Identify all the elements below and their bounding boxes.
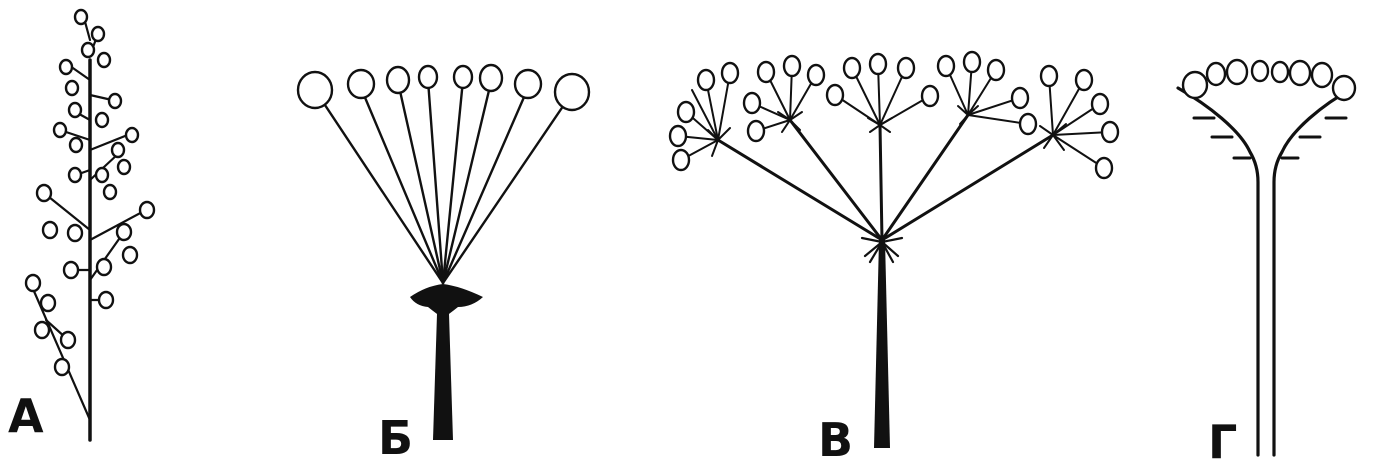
figure-v-umbellet-1 bbox=[670, 63, 738, 170]
figure-b-simple-umbel: Б bbox=[298, 65, 589, 465]
figure-g-receptacle bbox=[1178, 88, 1353, 455]
figure-b-involucre bbox=[410, 284, 483, 318]
figure-g-flowers bbox=[1183, 60, 1355, 100]
figure-v-primary-rays bbox=[718, 115, 1053, 240]
figure-b-label: Б bbox=[378, 411, 413, 465]
figure-v-compound-umbel: В bbox=[670, 52, 1118, 467]
figure-a-branches bbox=[30, 18, 146, 420]
figure-v-umbellet-3 bbox=[827, 54, 938, 132]
figure-v-stem bbox=[874, 240, 890, 448]
figure-a-panicle: А bbox=[8, 10, 154, 443]
figure-b-stem bbox=[433, 314, 453, 440]
figure-v-umbellet-4 bbox=[938, 52, 1036, 134]
figure-v-umbellet-5 bbox=[1040, 66, 1118, 178]
figure-b-pedicels bbox=[315, 80, 572, 283]
figure-g-label: Г bbox=[1208, 415, 1237, 468]
figure-v-umbellet-2 bbox=[744, 56, 824, 141]
figure-g-capitulum: Г bbox=[1178, 60, 1355, 468]
figure-v-label: В bbox=[818, 413, 853, 467]
figure-a-label: А bbox=[8, 389, 44, 443]
figure-b-flowers bbox=[298, 65, 589, 110]
figure-g-bracts bbox=[1194, 118, 1346, 158]
